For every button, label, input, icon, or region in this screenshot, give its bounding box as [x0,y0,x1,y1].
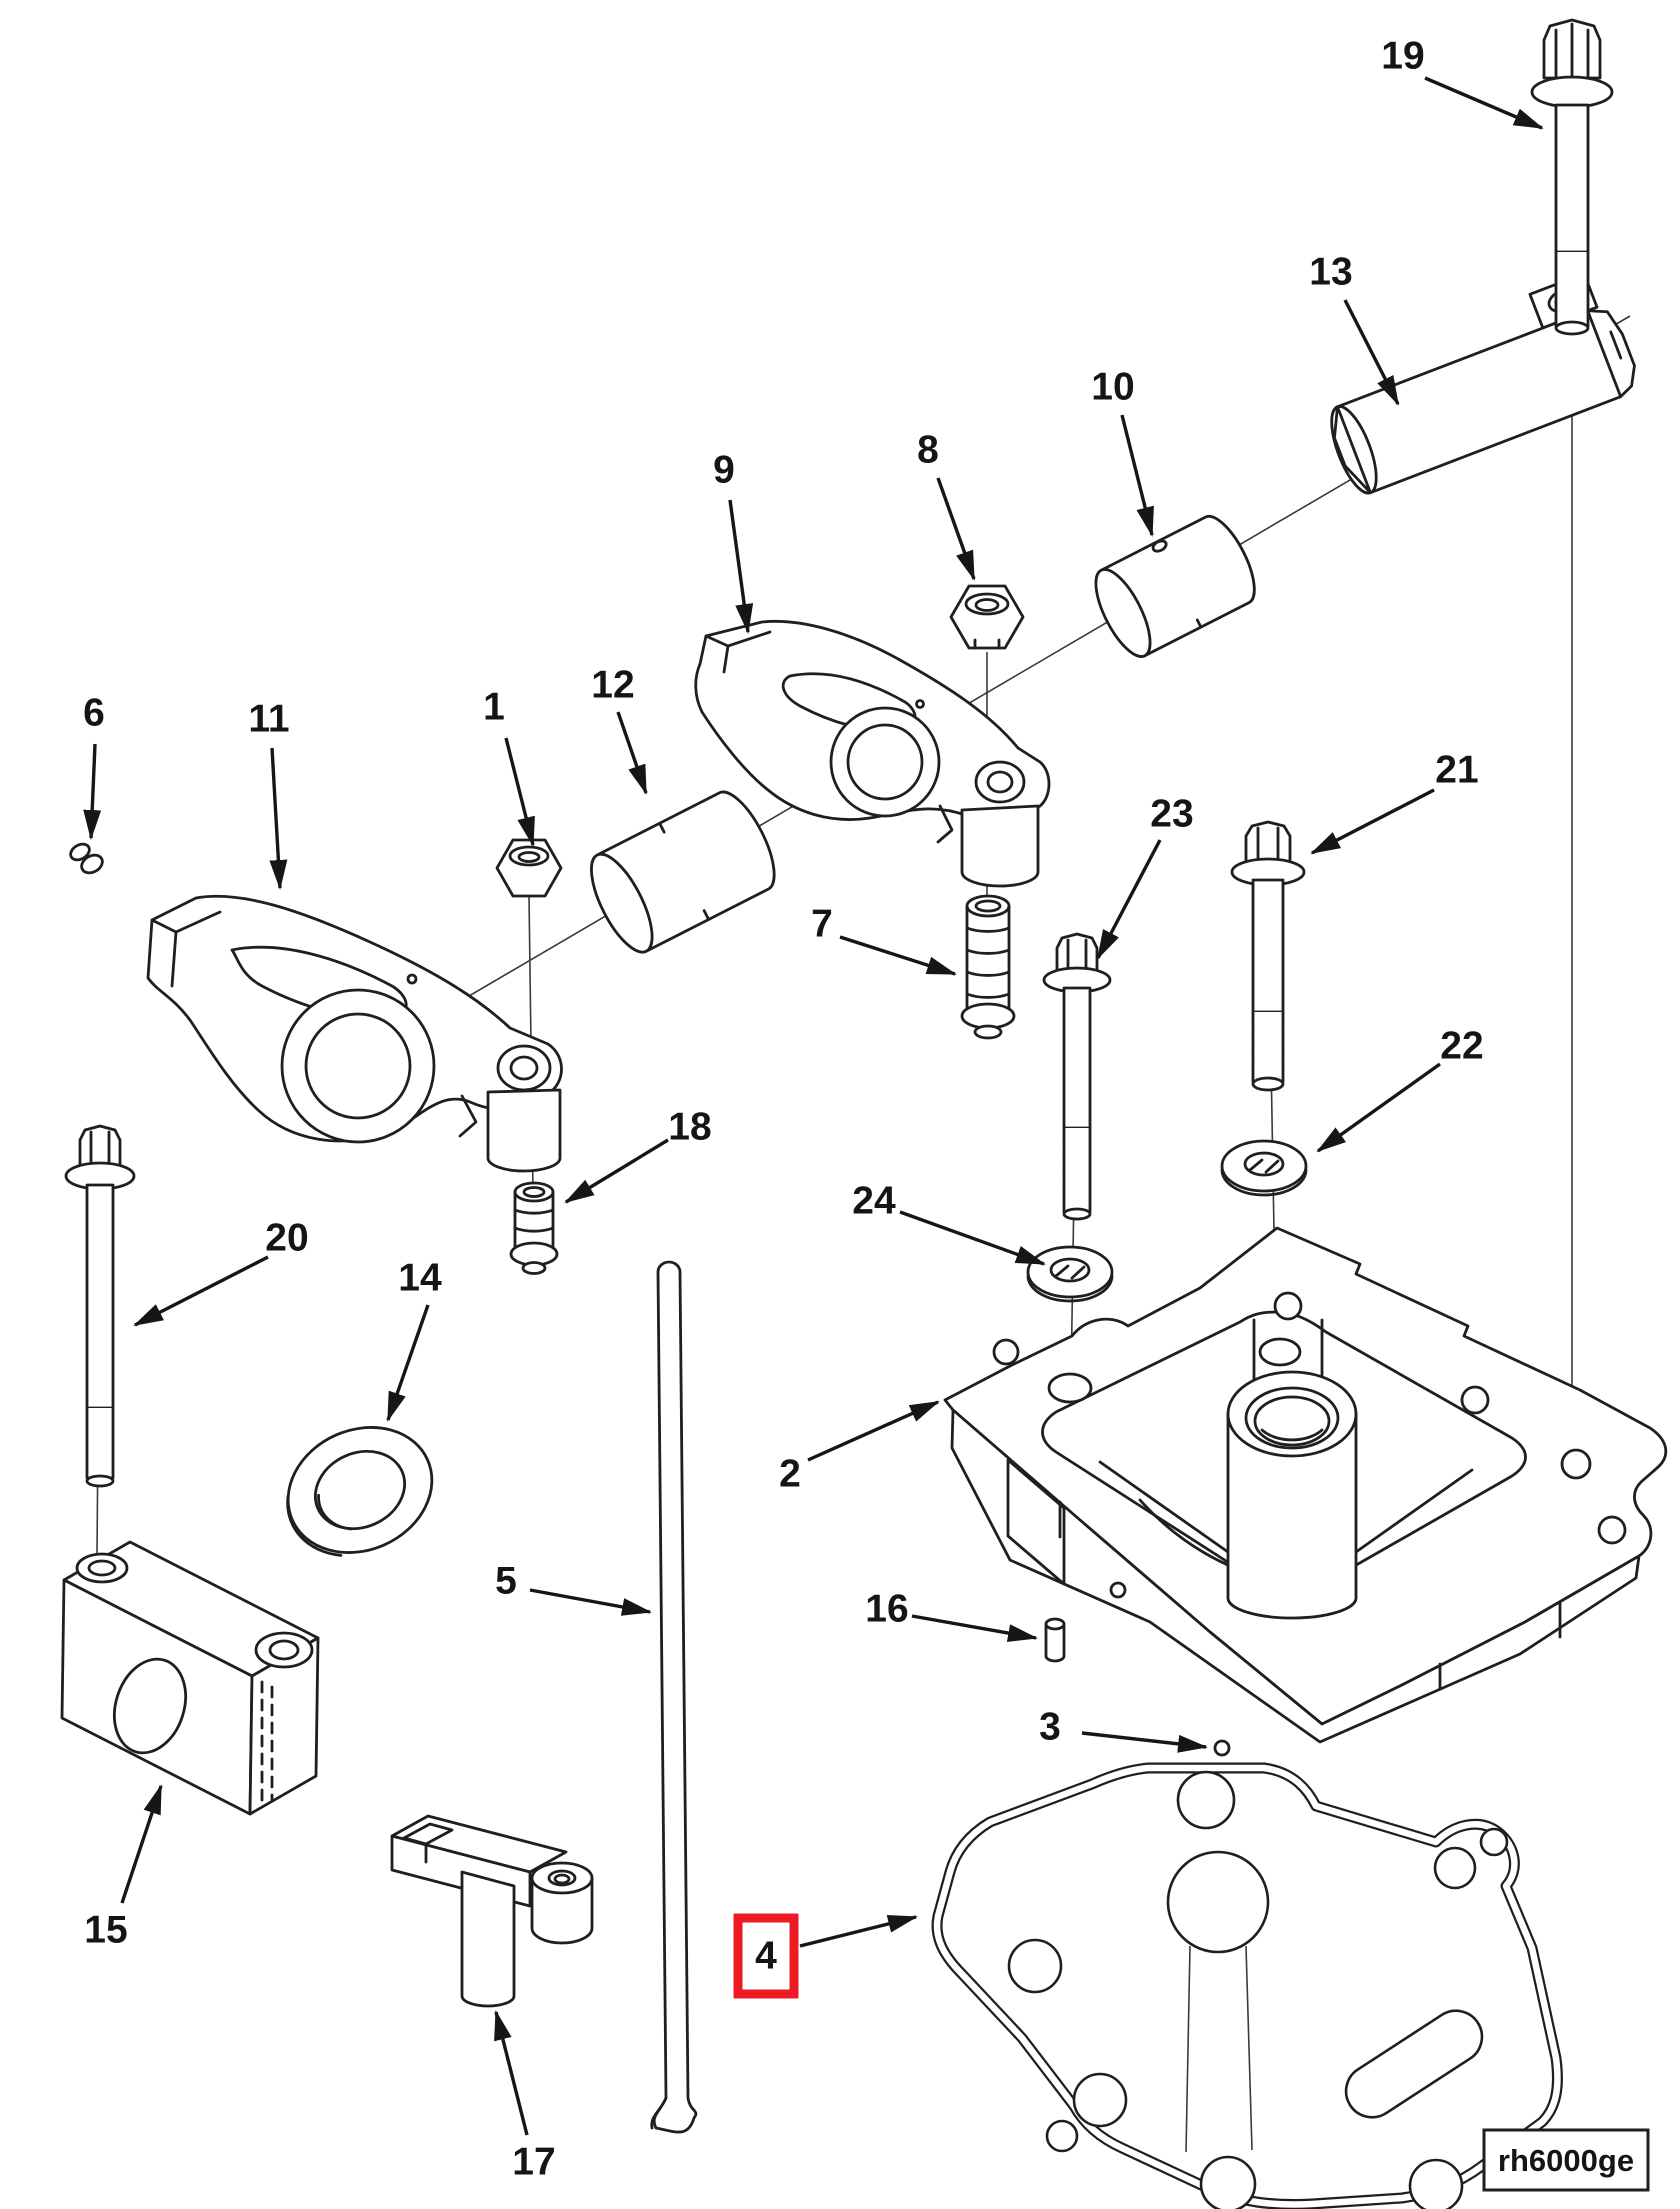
rocker-bushing-part-12 [590,790,776,954]
pedestal-bolt-part-21 [1230,820,1306,1092]
callout-8-arrow [936,477,976,581]
push-rod-part-5 [650,1260,698,2134]
callout-10-arrow [1120,414,1154,537]
callout-18-arrow [564,1138,669,1204]
bushing-ring-part-14 [286,1426,434,1557]
callout-23[interactable]: 23 [1150,793,1193,836]
dowel-pin-part-16 [1044,1617,1066,1663]
callout-1[interactable]: 1 [483,686,505,729]
callout-4-arrow [799,1915,918,1948]
highlight-box-callout-4[interactable] [733,1913,799,1999]
flat-washer-part-24 [1026,1245,1114,1303]
callout-15-arrow [120,1784,163,1904]
callout-12-arrow [616,711,648,795]
callout-10[interactable]: 10 [1091,366,1134,409]
rocker-housing-part-2 [943,1226,1668,1744]
hex-nut-part-8 [949,584,1025,650]
callout-12[interactable]: 12 [591,664,634,707]
callout-3[interactable]: 3 [1039,1706,1061,1749]
callout-21[interactable]: 21 [1435,749,1478,792]
adjusting-screw-part-18 [509,1181,559,1275]
callout-6-arrow [83,743,102,840]
callout-16[interactable]: 16 [865,1588,908,1631]
callout-24[interactable]: 24 [852,1180,896,1223]
callout-18[interactable]: 18 [668,1106,711,1149]
rocker-arm-part-11 [146,894,563,1173]
check-ball-part-3 [1213,1739,1231,1757]
callout-8[interactable]: 8 [917,429,939,472]
callout-19-arrow [1424,76,1544,130]
figure-code-box: rh6000ge [1482,2128,1650,2192]
callout-15[interactable]: 15 [84,1909,127,1952]
callout-17-arrow [494,2010,529,2136]
mounting-bracket-part-15 [60,1540,320,1816]
callout-9-arrow [728,499,754,634]
cover-gasket-part-4 [931,1762,1563,2209]
callout-19[interactable]: 19 [1381,35,1424,78]
callout-22[interactable]: 22 [1440,1025,1483,1068]
bracket-bolt-part-20 [64,1124,136,1488]
flat-washer-part-22 [1220,1139,1308,1197]
mounting-bolt-part-19 [1530,18,1614,336]
shaft-bushing-part-10 [1094,514,1256,658]
lever-part-17 [390,1814,594,2008]
callout-3-arrow [1081,1731,1208,1753]
callout-13[interactable]: 13 [1309,251,1352,294]
callout-20[interactable]: 20 [265,1217,308,1260]
callout-22-arrow [1316,1062,1441,1153]
callout-14-arrow [386,1304,430,1422]
callout-24-arrow [899,1210,1046,1266]
retainer-clip-part-6 [69,842,104,875]
callout-13-arrow [1343,299,1400,406]
callout-1-arrow [504,737,535,847]
callout-5[interactable]: 5 [495,1560,517,1603]
adjusting-screw-part-7 [960,894,1016,1040]
pedestal-bolt-part-23 [1042,932,1112,1221]
callout-6[interactable]: 6 [83,692,105,735]
callout-arrows-layer [83,76,1544,2136]
callout-14[interactable]: 14 [398,1257,442,1300]
callout-4[interactable]: 4 [755,1935,777,1978]
callout-9[interactable]: 9 [713,449,735,492]
hex-nut-part-1 [495,838,563,898]
figure-code-text: rh6000ge [1498,2143,1634,2178]
callout-5-arrow [529,1588,652,1616]
rocker-arm-part-9 [694,619,1051,888]
callout-21-arrow [1310,788,1435,855]
callout-7[interactable]: 7 [811,903,833,946]
callout-2[interactable]: 2 [779,1453,801,1496]
callout-17[interactable]: 17 [512,2141,555,2184]
callout-11[interactable]: 11 [248,698,289,741]
callout-16-arrow [911,1614,1038,1642]
callout-20-arrow [133,1255,269,1327]
callout-11-arrow [269,747,288,890]
callout-2-arrow [807,1400,940,1462]
callout-23-arrow [1096,839,1162,960]
rocker-shaft-part-13 [1330,272,1636,495]
callout-7-arrow [839,935,957,976]
